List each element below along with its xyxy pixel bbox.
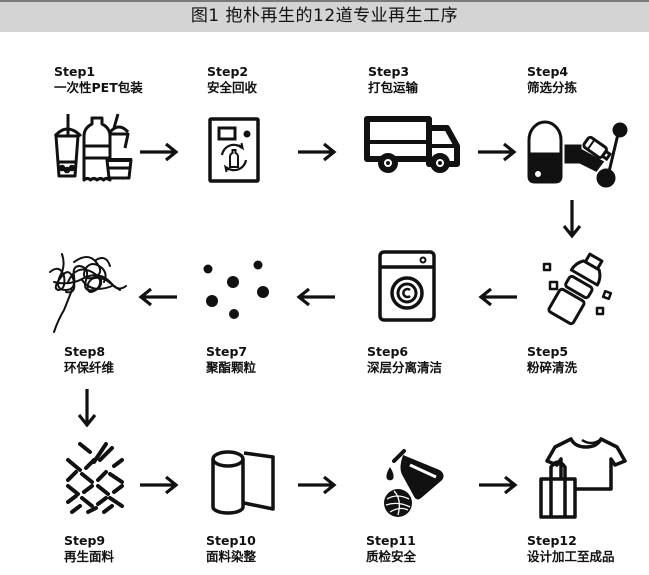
step-number: Step1 bbox=[54, 64, 96, 79]
step-5-label: Step5 粉碎清洗 bbox=[527, 344, 577, 376]
arrow-left-icon bbox=[138, 287, 177, 307]
step-name: 粉碎清洗 bbox=[527, 360, 578, 375]
step-8-label: Step8 环保纤维 bbox=[64, 344, 114, 376]
polyester-pellets-icon bbox=[200, 258, 270, 319]
step-name: 深层分离清洁 bbox=[367, 360, 443, 375]
arrow-right-icon bbox=[478, 142, 517, 162]
step-name: 再生面料 bbox=[64, 549, 115, 564]
recycling-machine-icon bbox=[208, 117, 260, 183]
step-name: 打包运输 bbox=[368, 80, 419, 95]
step-number: Step12 bbox=[527, 533, 577, 548]
step-name: 质检安全 bbox=[366, 549, 417, 564]
step-number: Step2 bbox=[207, 64, 249, 79]
step-4-label: Step4 筛选分拣 bbox=[527, 64, 577, 96]
step-name: 安全回收 bbox=[207, 80, 258, 95]
step-number: Step8 bbox=[64, 344, 106, 359]
step-number: Step10 bbox=[206, 533, 256, 548]
woven-fabric-icon bbox=[66, 442, 128, 514]
arrow-right-icon bbox=[140, 475, 179, 495]
dye-flask-yarn-icon bbox=[382, 447, 450, 519]
step-9-label: Step9 再生面料 bbox=[64, 533, 114, 565]
sorting-machine-icon bbox=[526, 118, 628, 188]
step-3-label: Step3 打包运输 bbox=[368, 64, 418, 96]
step-6-label: Step6 深层分离清洁 bbox=[367, 344, 442, 376]
figure-title: 图1 抱朴再生的12道专业再生工序 bbox=[190, 6, 459, 26]
arrow-right-icon bbox=[298, 142, 337, 162]
step-number: Step6 bbox=[367, 344, 409, 359]
arrow-down-icon bbox=[77, 389, 97, 428]
step-name: 面料染整 bbox=[206, 549, 257, 564]
step-7-label: Step7 聚酯颗粒 bbox=[206, 344, 256, 376]
step-number: Step5 bbox=[527, 344, 569, 359]
step-12-label: Step12 设计加工至成品 bbox=[527, 533, 615, 565]
step-number: Step3 bbox=[368, 64, 410, 79]
step-11-label: Step11 质检安全 bbox=[366, 533, 416, 565]
arrow-left-icon bbox=[478, 287, 517, 307]
step-number: Step9 bbox=[64, 533, 106, 548]
step-number: Step7 bbox=[206, 344, 248, 359]
arrow-left-icon bbox=[296, 287, 335, 307]
step-name: 筛选分拣 bbox=[527, 80, 578, 95]
step-1-label: Step1 一次性PET包装 bbox=[54, 64, 143, 96]
step-number: Step11 bbox=[366, 533, 416, 548]
step-name: 一次性PET包装 bbox=[54, 80, 143, 95]
crushed-bottle-icon bbox=[540, 248, 613, 328]
step-number: Step4 bbox=[527, 64, 569, 79]
fabric-roll-icon bbox=[211, 447, 275, 517]
arrow-down-icon bbox=[562, 200, 582, 239]
plastic-packaging-icon bbox=[52, 110, 133, 182]
step-10-label: Step10 面料染整 bbox=[206, 533, 256, 565]
arrow-right-icon bbox=[479, 475, 518, 495]
tshirt-bag-icon bbox=[539, 437, 627, 519]
step-name: 聚酯颗粒 bbox=[206, 360, 257, 375]
fiber-tangle-icon bbox=[48, 252, 130, 336]
arrow-right-icon bbox=[140, 142, 179, 162]
arrow-right-icon bbox=[298, 475, 337, 495]
figure-title-bar: 图1 抱朴再生的12道专业再生工序 bbox=[0, 0, 649, 32]
step-name: 设计加工至成品 bbox=[527, 549, 615, 564]
step-name: 环保纤维 bbox=[64, 360, 115, 375]
washing-machine-icon bbox=[378, 250, 436, 322]
step-2-label: Step2 安全回收 bbox=[207, 64, 257, 96]
truck-icon bbox=[364, 116, 462, 174]
